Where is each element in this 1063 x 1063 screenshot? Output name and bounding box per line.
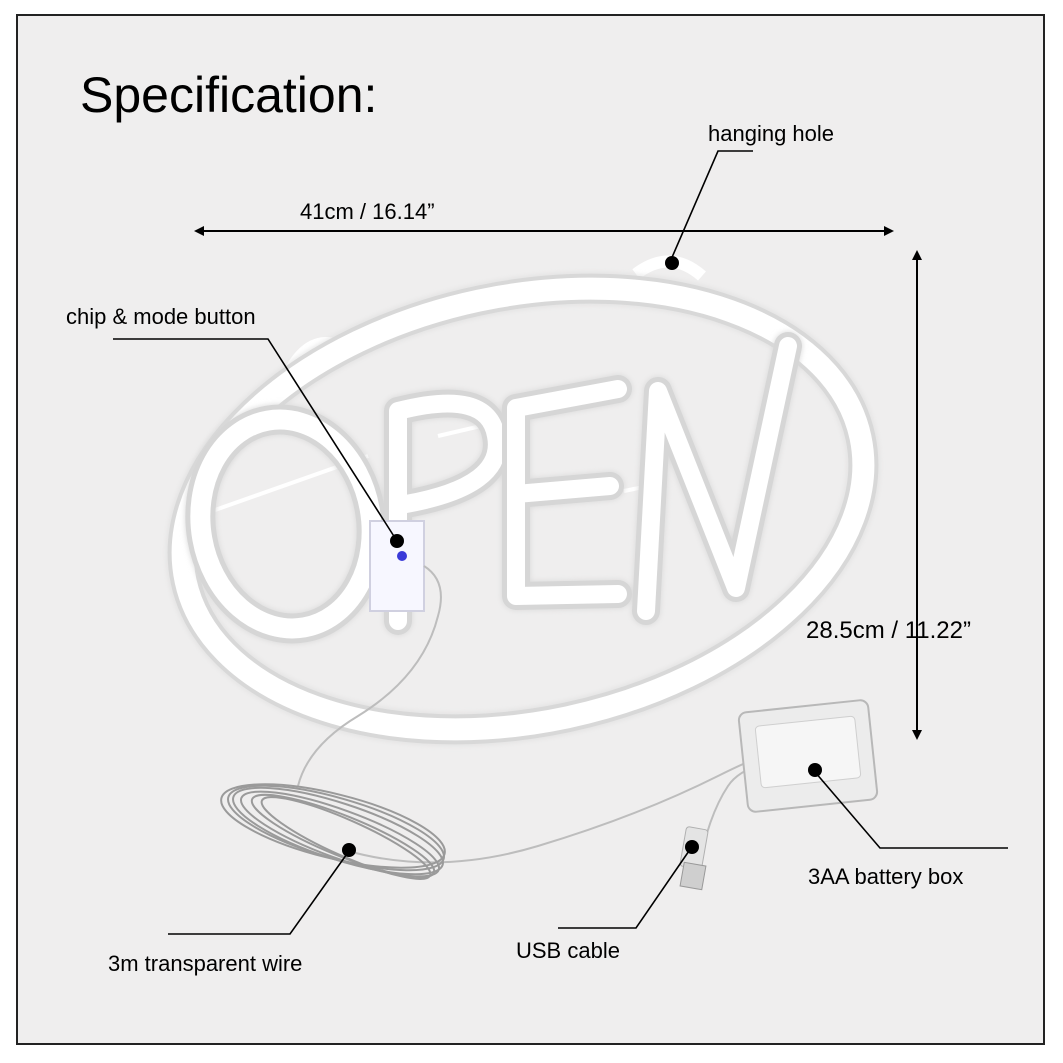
chip-mode-button-label: chip & mode button: [66, 304, 256, 329]
callout-leaders: [113, 150, 1008, 935]
width-dimension-label: 41cm / 16.14”: [300, 199, 435, 224]
battery-box-dot: [808, 763, 822, 777]
chip-button-dot: [390, 534, 404, 548]
usb-cable-leader: [558, 847, 692, 929]
battery-box-label: 3AA battery box: [808, 864, 964, 889]
wire-label: 3m transparent wire: [108, 951, 303, 976]
letter-p: [384, 389, 511, 635]
letter-o: [185, 404, 387, 644]
usb-cable-dot: [685, 840, 699, 854]
wire-coil: [220, 783, 446, 880]
usb-cable-label: USB cable: [516, 938, 620, 963]
chip-button-leader: [113, 338, 398, 542]
hanging-hole-label: hanging hole: [708, 121, 835, 146]
specification-frame: Specification: 41cm / 16.14” hanging hol…: [16, 14, 1045, 1045]
height-dimension-label: 28.5cm / 11.22”: [806, 617, 971, 644]
battery-box: [737, 699, 879, 813]
wire-leader: [168, 850, 350, 935]
letter-e: [502, 375, 632, 610]
product-illustration: [113, 150, 1008, 935]
callout-dots: [342, 256, 822, 857]
page-title: Specification:: [80, 67, 378, 123]
letter-n: [632, 332, 802, 625]
neon-letters-open: [185, 332, 802, 644]
hanging-hole-dot: [665, 256, 679, 270]
neon-oval-ring: [167, 273, 879, 745]
mode-indicator-led: [397, 551, 407, 561]
battery-box-leader: [814, 771, 1008, 849]
wire-dot: [342, 843, 356, 857]
hanging-hole-leader: [669, 150, 753, 263]
